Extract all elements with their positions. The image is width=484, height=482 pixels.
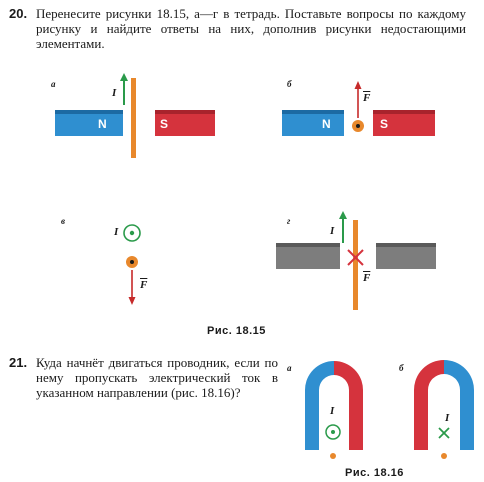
panel-b-label: б (399, 363, 404, 373)
current-label: I (114, 226, 119, 238)
panel-a-drawing (55, 73, 215, 158)
panel-v-label: в (61, 216, 66, 226)
conductor (131, 78, 136, 158)
force-arrow-head (354, 81, 362, 89)
panel-b-magnet (414, 360, 474, 459)
magnet-north (55, 110, 123, 136)
pole-s-label: S (380, 117, 389, 131)
current-label: I (112, 87, 117, 99)
iron-pole-right (376, 243, 436, 269)
current-out-symbol (123, 224, 141, 242)
panel-a-magnet (305, 361, 363, 459)
force-label: F (363, 92, 371, 104)
panel-v-drawing (123, 224, 141, 305)
current-arrow-head (120, 73, 128, 81)
current-label: I (330, 405, 335, 417)
panel-b-drawing (282, 81, 435, 136)
panel-g-label: г (287, 216, 291, 226)
force-arrow-head (128, 297, 136, 305)
current-arrow-head (339, 211, 347, 219)
force-label: F (363, 272, 371, 284)
magnet-south (373, 110, 435, 136)
figure-caption: Рис. 18.16 (345, 467, 404, 479)
iron-pole-left (276, 243, 340, 269)
task-number: 21. (9, 355, 28, 370)
task-number: 20. (9, 6, 28, 21)
current-label: I (330, 225, 335, 237)
conductor (353, 220, 358, 310)
force-label: F (140, 279, 148, 291)
panel-g-drawing (276, 211, 436, 310)
pole-n-label: N (98, 117, 107, 131)
magnet-south (155, 110, 215, 136)
panel-a-label: а (51, 79, 56, 89)
panel-b-label: б (287, 79, 292, 89)
panel-a-label: а (287, 363, 292, 373)
current-label: I (445, 412, 450, 424)
conductor-dot (330, 453, 336, 459)
current-out-symbol (325, 424, 341, 440)
task-text: Перенесите рисунки 18.15, а—г в тетрадь.… (36, 6, 466, 51)
pole-s-label: S (160, 117, 169, 131)
pole-n-label: N (322, 117, 331, 131)
magnet-north (282, 110, 344, 136)
figure-caption: Рис. 18.15 (207, 325, 266, 337)
task-text: Куда начнёт двигаться проводник, если по… (36, 355, 278, 400)
conductor-dot (441, 453, 447, 459)
